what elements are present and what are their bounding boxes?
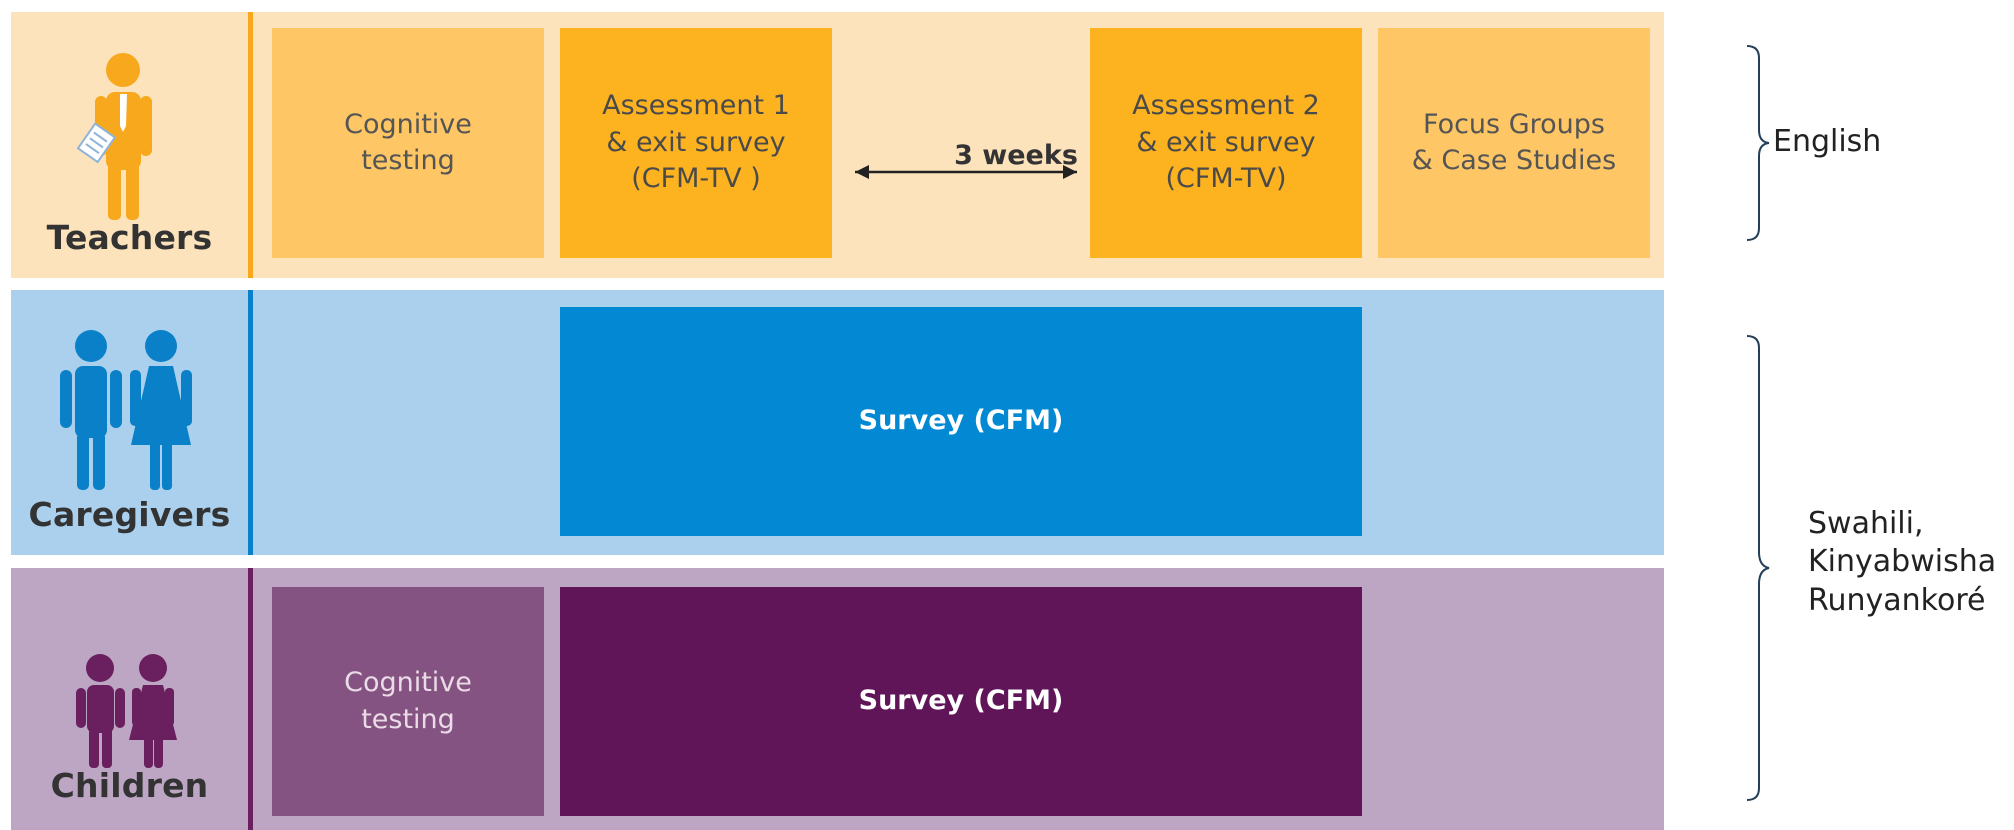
interval-label: 3 weeks bbox=[954, 140, 1078, 171]
children-actor: Children bbox=[11, 568, 248, 830]
caregivers-divider bbox=[248, 290, 253, 555]
caregivers-survey-text: Survey (CFM) bbox=[858, 405, 1064, 437]
local-languages-label: Swahili, Kinyabwisha Runyankoré bbox=[1808, 506, 1997, 618]
teachers-cognitive-testing-text: Cognitive testing bbox=[344, 108, 472, 176]
teachers-actor: Teachers bbox=[11, 12, 248, 278]
children-divider bbox=[248, 568, 253, 830]
assessment-2-text: Assessment 2 & exit survey (CFM-TV) bbox=[1132, 90, 1320, 195]
assessment-2-box: Assessment 2 & exit survey (CFM-TV) bbox=[1090, 28, 1362, 258]
caregivers-actor: Caregivers bbox=[11, 290, 248, 555]
teachers-label: Teachers bbox=[46, 218, 213, 257]
children-survey-box: Survey (CFM) bbox=[560, 587, 1362, 816]
curly-brace-icon bbox=[1746, 45, 1770, 241]
teacher-icon bbox=[76, 53, 152, 220]
caregivers-label: Caregivers bbox=[28, 495, 231, 534]
caregivers-survey-box: Survey (CFM) bbox=[560, 307, 1362, 536]
teachers-row: Teachers Cognitive testing Assessment 1 … bbox=[11, 12, 1664, 278]
children-label: Children bbox=[50, 766, 209, 805]
caregivers-row: Caregivers Survey (CFM) bbox=[11, 290, 1664, 555]
english-label: English bbox=[1773, 124, 1882, 159]
children-survey-text: Survey (CFM) bbox=[858, 685, 1064, 717]
teachers-cognitive-testing-box: Cognitive testing bbox=[272, 28, 544, 258]
children-cognitive-testing-text: Cognitive testing bbox=[344, 667, 472, 735]
children-row: Children Cognitive testing Survey (CFM) bbox=[11, 568, 1664, 830]
curly-brace-icon bbox=[1746, 335, 1770, 801]
caregivers-icon bbox=[60, 330, 192, 490]
focus-groups-box: Focus Groups & Case Studies bbox=[1378, 28, 1650, 258]
children-icon bbox=[76, 654, 177, 768]
children-cognitive-testing-box: Cognitive testing bbox=[272, 587, 544, 816]
assessment-1-text: Assessment 1 & exit survey (CFM-TV ) bbox=[602, 90, 790, 195]
teachers-divider bbox=[248, 12, 253, 278]
assessment-1-box: Assessment 1 & exit survey (CFM-TV ) bbox=[560, 28, 832, 258]
double-arrow-icon bbox=[855, 165, 1077, 179]
focus-groups-text: Focus Groups & Case Studies bbox=[1411, 108, 1617, 176]
